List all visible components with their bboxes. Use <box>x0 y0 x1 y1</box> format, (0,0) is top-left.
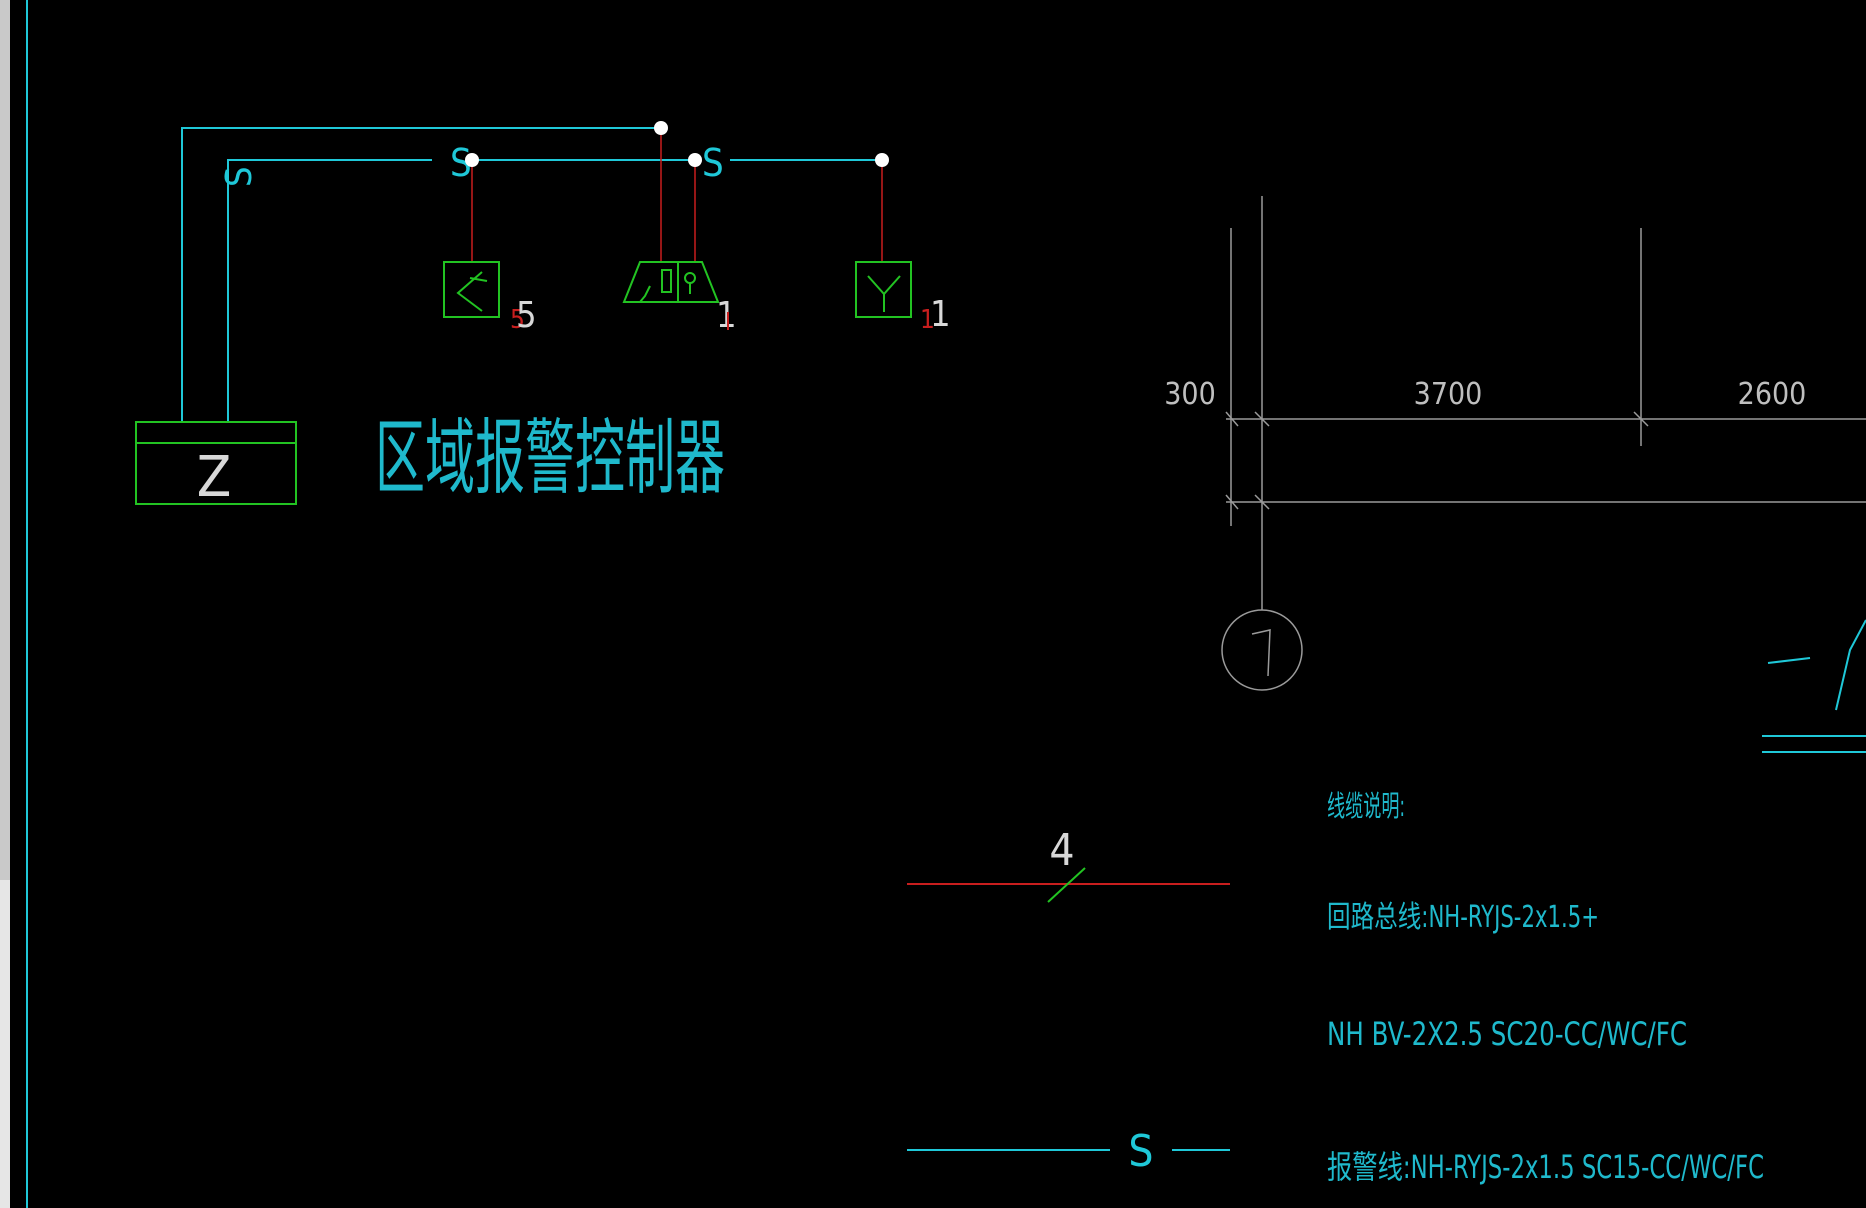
loop-count: 4 <box>1049 825 1074 876</box>
loop-wire-outer <box>181 127 660 422</box>
junction-dot <box>875 153 889 167</box>
heat-detector-icon[interactable] <box>855 261 912 318</box>
alarm-legend-symbol: S <box>1128 1126 1153 1177</box>
controller-label: 区域报警控制器 <box>375 411 725 506</box>
wire-label-s-1: S <box>450 141 472 185</box>
alarm-wiring <box>181 127 882 422</box>
device-drop-lines <box>471 128 883 262</box>
alarm-button-count: 1 <box>716 295 737 336</box>
cad-drawing-canvas[interactable]: S S S 5 5 1 1 1 <box>10 0 1866 1208</box>
dimension-value-2: 3700 <box>1414 377 1483 412</box>
dimension-value-1: 300 <box>1164 377 1216 412</box>
loop-wire-inner-1 <box>227 159 432 422</box>
loop-bus-slash <box>1047 867 1086 903</box>
junction-dot <box>688 153 702 167</box>
junction-dot <box>654 121 668 135</box>
controller-box[interactable] <box>135 421 297 505</box>
legend-title: 线缆说明: <box>1327 789 1405 823</box>
heat-detector-red-count: 1 <box>920 305 935 335</box>
left-panel-edge <box>0 0 10 1208</box>
heat-detector-count: 1 <box>930 294 951 335</box>
smoke-detector-red-count: 5 <box>510 305 525 335</box>
wire-label-s-vertical: S <box>219 166 260 187</box>
legend-alarm-line: 报警线:NH-RYJS-2x1.5 SC15-CC/WC/FC <box>1327 1148 1764 1186</box>
legend-loop-bus: 回路总线:NH-RYJS-2x1.5+ <box>1327 900 1599 935</box>
controller-symbol: Z <box>197 445 232 510</box>
dimension-lines <box>1221 196 1866 691</box>
smoke-detector-icon[interactable] <box>443 261 500 318</box>
dimension-value-3: 2600 <box>1738 377 1807 412</box>
wire-label-s-2: S <box>702 141 724 185</box>
legend-power-line: NH BV-2X2.5 SC20-CC/WC/FC <box>1327 1015 1687 1053</box>
cad-drawing: S S S 5 5 1 1 1 <box>26 0 1866 1208</box>
junction-dot <box>465 153 479 167</box>
junction-dots <box>465 121 889 167</box>
left-panel-shade <box>0 880 10 1208</box>
smoke-detector-count: 5 <box>516 295 537 336</box>
title-fragment <box>1762 619 1866 753</box>
alarm-button-icon[interactable] <box>622 261 720 303</box>
